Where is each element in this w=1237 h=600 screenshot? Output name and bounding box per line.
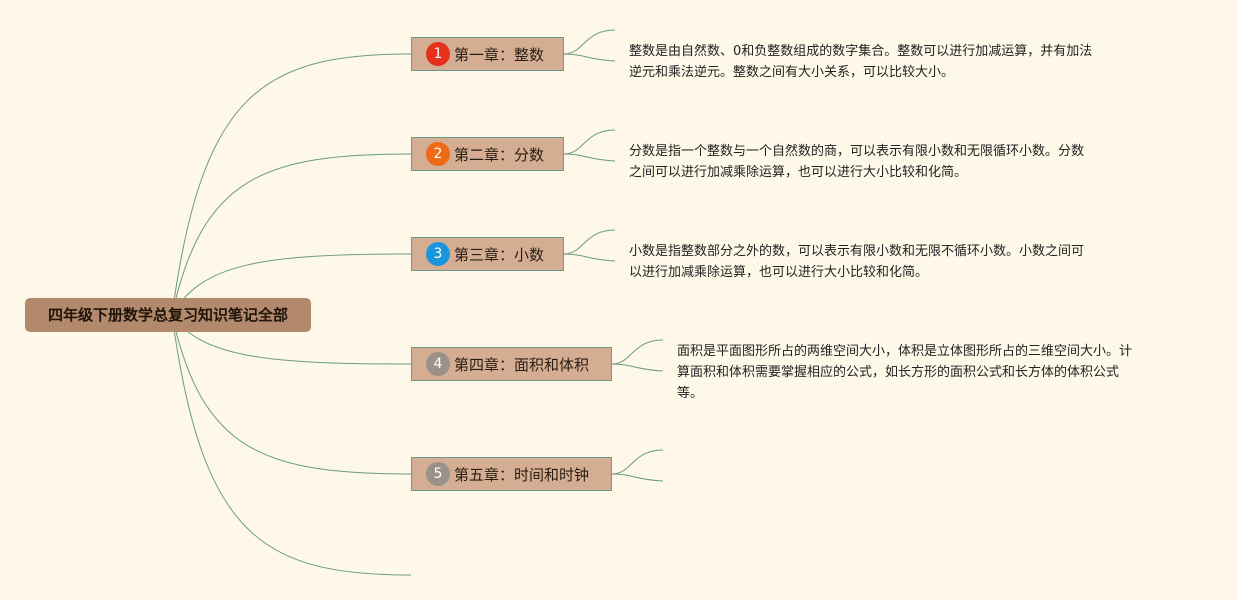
chapter-2-note-line-2: 之间可以进行加减乘除运算，也可以进行大小比较和化简。 [629,165,968,180]
chapter-5-fork-lower [611,473,664,482]
root-branch-line-2 [171,153,412,316]
root-branch-line-5 [171,314,412,475]
chapter-4-note-line-1: 面积是平面图形所占的两维空间大小，体积是立体图形所占的三维空间大小。计 [677,344,1133,359]
number-3-badge-icon: 3 [426,242,450,266]
chapter-3-fork-lower [563,253,616,262]
chapter-1-fork-lower [563,53,616,62]
root-branch-line-3 [171,253,412,316]
number-5-badge-icon: 5 [426,462,450,486]
chapter-3-title: 第三章：小数 [454,245,545,264]
chapter-1-title: 第一章：整数 [454,45,545,64]
chapter-4-title: 第四章：面积和体积 [454,355,590,374]
chapter-4-note[interactable]: 面积是平面图形所占的两维空间大小，体积是立体图形所占的三维空间大小。计 算面积和… [677,341,1132,404]
chapter-4-fork-upper [611,339,664,365]
chapter-4-note-line-3: 等。 [677,386,704,401]
number-1-badge-icon: 1 [426,42,450,66]
chapter-1-topic[interactable]: 1 第一章：整数 [411,37,564,71]
chapter-3-note[interactable]: 小数是指整数部分之外的数，可以表示有限小数和无限不循环小数。小数之间可 以进行加… [629,241,1084,283]
chapter-1-note-line-1: 整数是由自然数、0和负整数组成的数字集合。整数可以进行加减运算，并有加法 [629,44,1093,59]
chapter-1-fork-upper [563,29,616,55]
chapter-3-note-line-1: 小数是指整数部分之外的数，可以表示有限小数和无限不循环小数。小数之间可 [629,244,1085,259]
chapter-4-fork-lower [611,363,664,372]
chapter-3-note-line-2: 以进行加减乘除运算，也可以进行大小比较和化简。 [629,265,929,280]
chapter-5-topic[interactable]: 5 第五章：时间和时钟 [411,457,612,491]
chapter-5-title: 第五章：时间和时钟 [454,465,590,484]
chapter-3-topic[interactable]: 3 第三章：小数 [411,237,564,271]
root-topic[interactable]: 四年级下册数学总复习知识笔记全部 [25,298,311,332]
chapter-2-fork-upper [563,129,616,155]
number-4-badge-icon: 4 [426,352,450,376]
chapter-4-topic[interactable]: 4 第四章：面积和体积 [411,347,612,381]
root-branch-line-6 [171,314,412,576]
chapter-1-note-line-2: 逆元和乘法逆元。整数之间有大小关系，可以比较大小。 [629,65,955,80]
chapter-4-note-line-2: 算面积和体积需要掌握相应的公式，如长方形的面积公式和长方体的体积公式 [677,365,1120,380]
chapter-2-note[interactable]: 分数是指一个整数与一个自然数的商，可以表示有限小数和无限循环小数。分数 之间可以… [629,141,1084,183]
root-branch-line-1 [171,53,412,316]
chapter-2-topic[interactable]: 2 第二章：分数 [411,137,564,171]
chapter-2-fork-lower [563,153,616,162]
chapter-2-title: 第二章：分数 [454,145,545,164]
chapter-5-fork-upper [611,449,664,475]
chapter-3-fork-upper [563,229,616,255]
chapter-1-note[interactable]: 整数是由自然数、0和负整数组成的数字集合。整数可以进行加减运算，并有加法 逆元和… [629,41,1092,83]
number-2-badge-icon: 2 [426,142,450,166]
chapter-2-note-line-1: 分数是指一个整数与一个自然数的商，可以表示有限小数和无限循环小数。分数 [629,144,1085,159]
